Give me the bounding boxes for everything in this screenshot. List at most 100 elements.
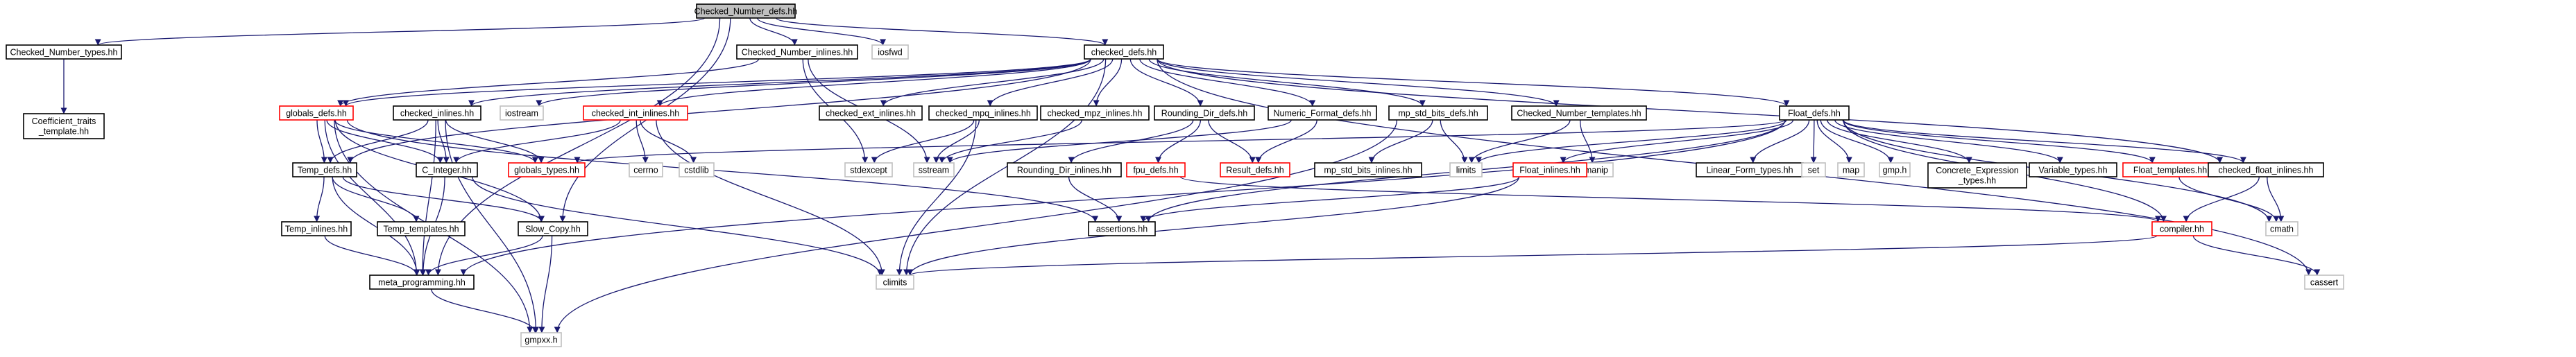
node-iosfwd[interactable]: iosfwd — [871, 44, 909, 60]
node-box — [518, 221, 588, 236]
node-result-defs[interactable]: Result_defs.hh — [1220, 162, 1290, 177]
edge-float-defs-to-linear-form-types — [1750, 119, 1810, 164]
node-box — [281, 221, 352, 236]
node-globals-defs[interactable]: globals_defs.hh — [279, 105, 354, 121]
node-checked-int-inlines[interactable]: checked_int_inlines.hh — [583, 105, 688, 121]
node-limits[interactable]: limits — [1449, 162, 1483, 177]
node-linear-form-types[interactable]: Linear_Form_types.hh — [1696, 162, 1804, 177]
node-checked-float-inlines[interactable]: checked_float_inlines.hh — [2208, 162, 2324, 177]
node-label: globals_types.hh — [514, 165, 579, 175]
node-sstream[interactable]: sstream — [913, 162, 955, 177]
edge-checked-number-templates-to-iomanip — [1579, 119, 1596, 164]
node-gmp-h[interactable]: gmp.h — [1879, 162, 1911, 177]
edge-temp-inlines-to-meta-programming — [324, 235, 420, 276]
node-rounding-dir-defs[interactable]: Rounding_Dir_defs.hh — [1154, 105, 1255, 121]
node-label: checked_defs.hh — [1091, 47, 1157, 57]
node-checked-mpq-inlines[interactable]: checked_mpq_inlines.hh — [928, 105, 1038, 121]
node-cmath[interactable]: cmath — [2265, 221, 2298, 236]
node-gmpxx[interactable]: gmpxx.h — [520, 332, 562, 347]
node-label: Checked_Number_inlines.hh — [742, 47, 853, 57]
node-checked-defs[interactable]: checked_defs.hh — [1084, 44, 1164, 60]
node-float-templates[interactable]: Float_templates.hh — [2122, 162, 2218, 177]
edge-globals-defs-to-meta-programming — [324, 119, 420, 276]
edge-checked-defs-to-checked-int-inlines — [656, 58, 1091, 107]
node-label: mp_std_bits_defs.hh — [1398, 108, 1478, 118]
node-box — [2265, 221, 2298, 236]
node-checked-ext-inlines[interactable]: checked_ext_inlines.hh — [819, 105, 923, 121]
node-float-inlines[interactable]: Float_inlines.hh — [1512, 162, 1587, 177]
edge-checked-int-inlines-to-errno — [636, 119, 649, 164]
node-temp-inlines[interactable]: Temp_inlines.hh — [281, 221, 352, 236]
node-mp-std-bits-defs[interactable]: mp_std_bits_defs.hh — [1388, 105, 1488, 121]
node-label: Temp_defs.hh — [298, 165, 352, 175]
node-variable-types[interactable]: Variable_types.hh — [2029, 162, 2117, 177]
node-climits[interactable]: climits — [876, 275, 914, 290]
node-label: checked_mpz_inlines.hh — [1048, 108, 1143, 118]
node-iostream[interactable]: iostream — [500, 105, 544, 121]
node-c-integer[interactable]: C_Integer.hh — [416, 162, 478, 177]
edge-globals-defs-to-c-integer — [326, 119, 444, 164]
edge-numeric-format-defs-to-result-defs — [1255, 119, 1317, 164]
node-assertions[interactable]: assertions.hh — [1088, 221, 1156, 236]
edge-checked-float-inlines-to-cmath — [2267, 176, 2285, 223]
edge-float-defs-to-meta-programming — [460, 119, 1786, 276]
node-checked-mpz-inlines[interactable]: checked_mpz_inlines.hh — [1040, 105, 1150, 121]
node-temp-templates[interactable]: Temp_templates.hh — [377, 221, 466, 236]
node-checked-number-templates[interactable]: Checked_Number_templates.hh — [1511, 105, 1647, 121]
node-box — [377, 221, 466, 236]
node-box — [1449, 162, 1483, 177]
edge-compiler-to-cassert — [2192, 235, 2321, 276]
node-box — [1837, 162, 1865, 177]
node-cassert[interactable]: cassert — [2304, 275, 2344, 290]
node-label: Coefficient_traits_template.hh — [32, 116, 96, 137]
edge-checked-inlines-to-c-integer — [437, 119, 450, 164]
node-label: Temp_templates.hh — [383, 224, 459, 234]
node-globals-types[interactable]: globals_types.hh — [508, 162, 586, 177]
node-box — [876, 275, 914, 290]
node-box — [1314, 162, 1422, 177]
node-checked-number-inlines[interactable]: Checked_Number_inlines.hh — [736, 44, 858, 60]
node-checked-inlines[interactable]: checked_inlines.hh — [393, 105, 481, 121]
node-set[interactable]: set — [1801, 162, 1826, 177]
node-map[interactable]: map — [1837, 162, 1865, 177]
node-box — [1927, 162, 2027, 189]
edge-float-defs-to-float-inlines — [1560, 119, 1794, 164]
node-box — [1801, 162, 1826, 177]
node-stdexcept[interactable]: stdexcept — [844, 162, 893, 177]
node-label: Concrete_Expression_types.hh — [1936, 166, 2019, 186]
edge-checked-number-defs-to-iosfwd — [756, 17, 887, 46]
node-float-defs[interactable]: Float_defs.hh — [1779, 105, 1850, 121]
node-box — [844, 162, 893, 177]
node-label: Temp_inlines.hh — [285, 224, 348, 234]
node-temp-defs[interactable]: Temp_defs.hh — [292, 162, 357, 177]
node-box — [2208, 162, 2324, 177]
node-meta-programming[interactable]: meta_programming.hh — [369, 275, 475, 290]
node-fpu-defs[interactable]: fpu_defs.hh — [1126, 162, 1186, 177]
node-label: Float_templates.hh — [2133, 165, 2207, 175]
node-label: stdexcept — [850, 165, 887, 175]
node-rounding-dir-inlines[interactable]: Rounding_Dir_inlines.hh — [1007, 162, 1122, 177]
node-checked-number-types[interactable]: Checked_Number_types.hh — [6, 44, 122, 60]
node-cstdlib[interactable]: cstdlib — [679, 162, 715, 177]
node-slow-copy[interactable]: Slow_Copy.hh — [518, 221, 588, 236]
node-label: cstdlib — [684, 165, 708, 175]
node-numeric-format-defs[interactable]: Numeric_Format_defs.hh — [1268, 105, 1377, 121]
node-compiler[interactable]: compiler.hh — [2151, 221, 2212, 236]
node-checked-number-defs[interactable]: Checked_Number_defs.hh — [694, 3, 798, 19]
node-label: cerrno — [633, 165, 658, 175]
node-errno[interactable]: cerrno — [629, 162, 663, 177]
node-label: compiler.hh — [2160, 224, 2204, 234]
edge-temp-defs-to-temp-templates — [332, 176, 420, 223]
node-mp-std-bits-inlines[interactable]: mp_std_bits_inlines.hh — [1314, 162, 1422, 177]
edge-float-defs-to-globals-types — [574, 119, 1786, 164]
node-box — [279, 105, 354, 121]
edge-float-defs-to-float-templates — [1842, 119, 2156, 164]
node-label: checked_int_inlines.hh — [592, 108, 680, 118]
node-coefficient-traits-template[interactable]: Coefficient_traits_template.hh — [23, 113, 105, 139]
edge-float-defs-to-variable-types — [1834, 119, 2063, 164]
node-box — [819, 105, 923, 121]
node-box — [1511, 105, 1647, 121]
node-box — [1154, 105, 1255, 121]
node-concrete-expression-types[interactable]: Concrete_Expression_types.hh — [1927, 162, 2027, 189]
node-label: globals_defs.hh — [286, 108, 347, 118]
